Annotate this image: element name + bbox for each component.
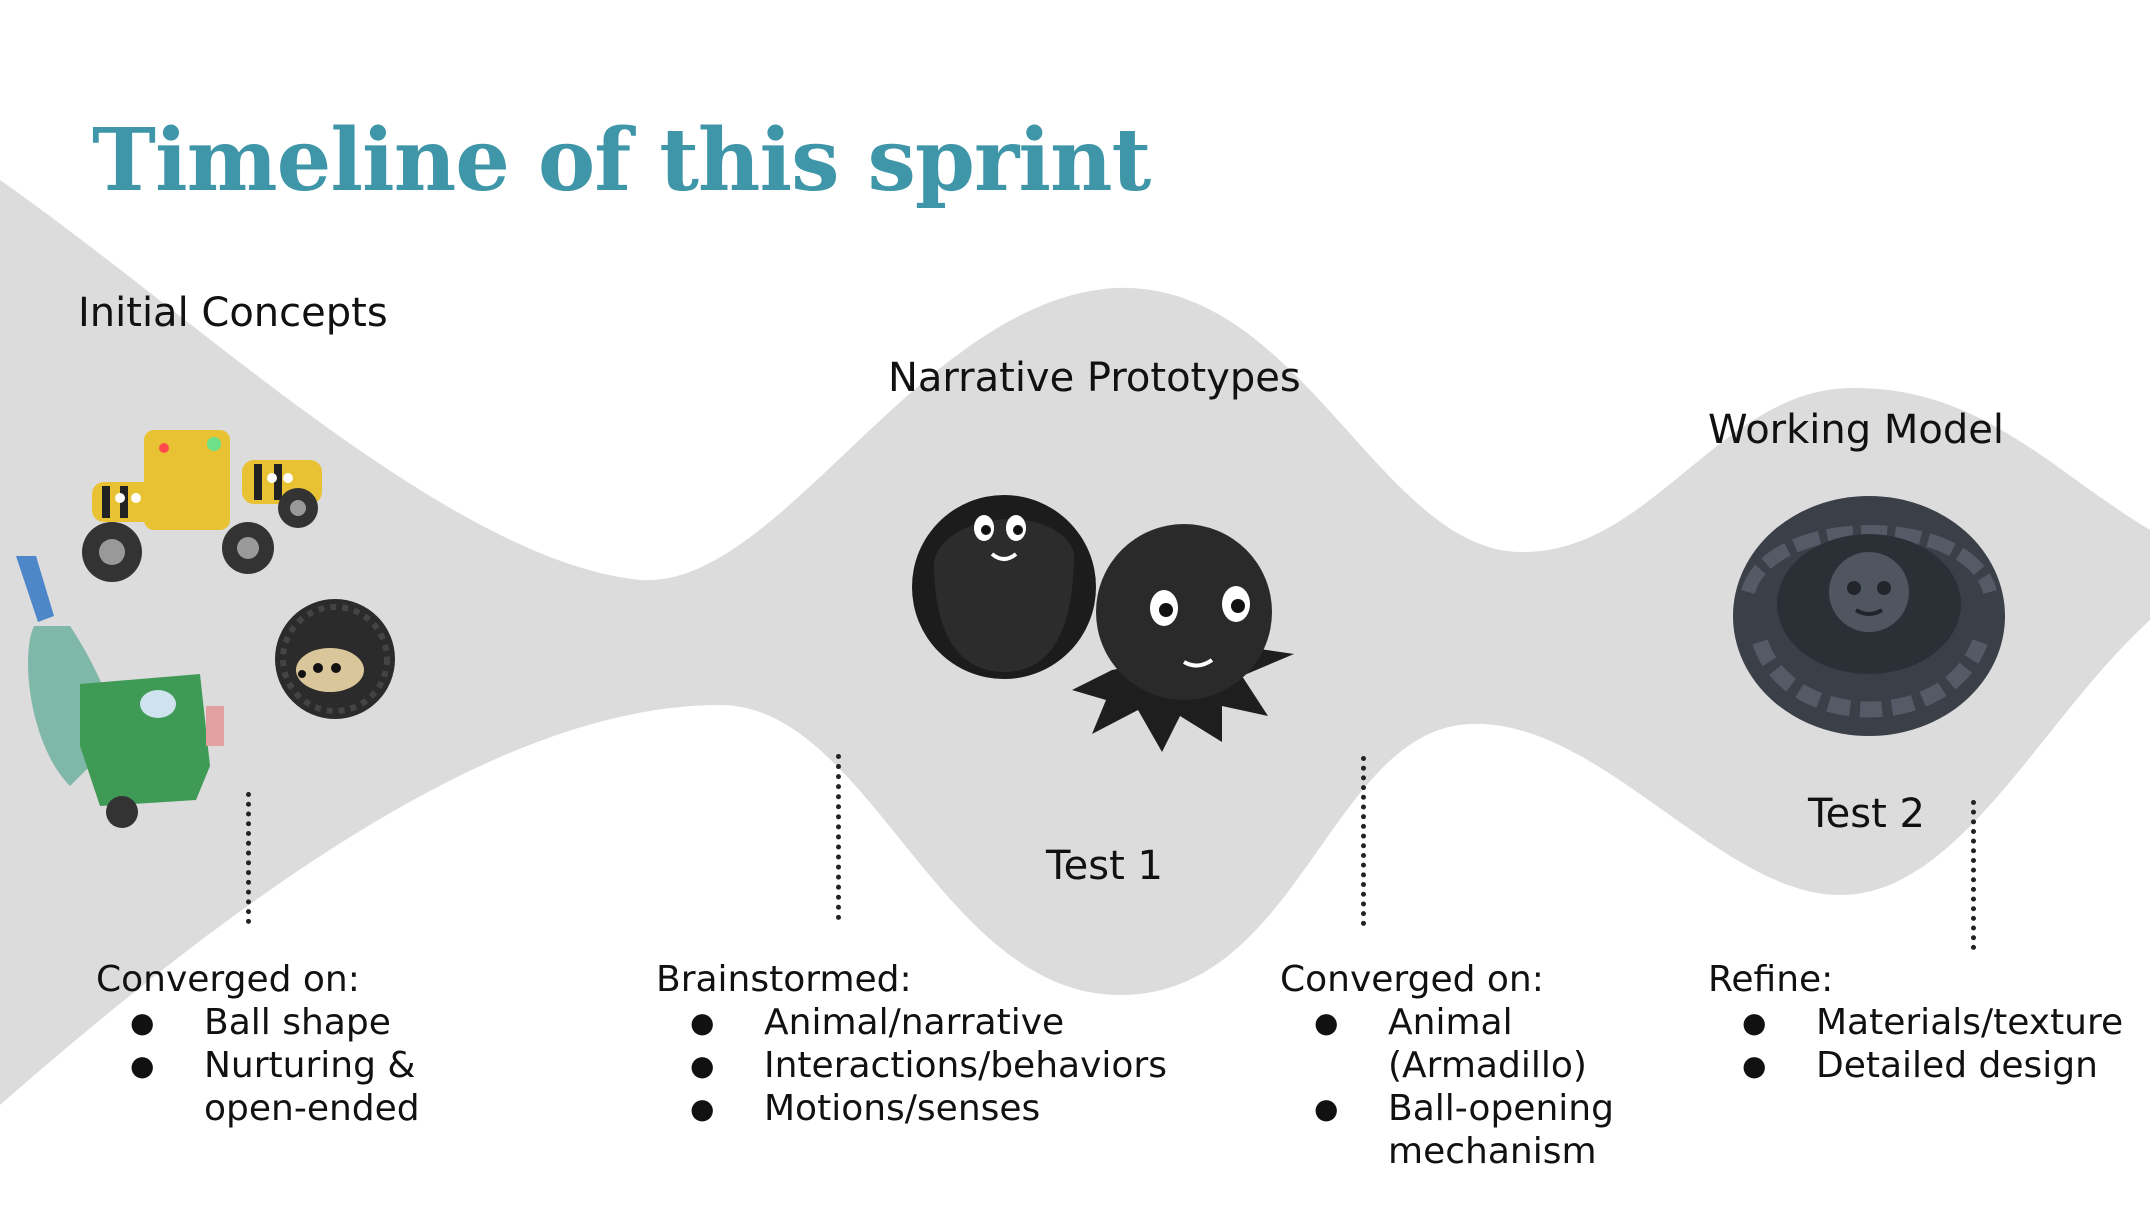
list-item: Interactions/behaviors	[656, 1044, 1167, 1087]
bullet-text: Animal/narrative	[764, 1002, 1065, 1043]
dotted-connector-4	[1971, 800, 1976, 950]
open-black-ball-character-image	[912, 495, 1096, 679]
dotted-connector-2	[836, 754, 841, 920]
bullet-text: Animal	[1388, 1002, 1513, 1043]
list-item: Materials/texture	[1708, 1001, 2123, 1044]
hedgehog-ball-image	[275, 599, 395, 719]
slide-title: Timeline of this sprint	[92, 110, 1151, 211]
note-heading: Converged on:	[1280, 959, 1544, 1000]
green-cart-toy-image	[16, 556, 224, 828]
bullet-text: mechanism	[1388, 1131, 1597, 1172]
bullet-text: Ball shape	[204, 1002, 391, 1043]
test-label-1: Test 1	[1046, 843, 1163, 889]
dotted-connector-3	[1361, 756, 1366, 926]
stage-label-working-model: Working Model	[1708, 407, 2004, 453]
test-label-2: Test 2	[1808, 791, 1925, 837]
stage-label-narrative-prototypes: Narrative Prototypes	[888, 355, 1301, 401]
dotted-connector-1	[246, 792, 251, 924]
bullet-text: Detailed design	[1816, 1045, 2098, 1086]
bullet-text: Motions/senses	[764, 1088, 1041, 1129]
list-item: Detailed design	[1708, 1044, 2123, 1087]
bullet-list: Animal/narrative Interactions/behaviors …	[656, 1001, 1167, 1130]
yellow-bee-robot-car-image	[82, 430, 322, 582]
list-item: Motions/senses	[656, 1087, 1167, 1130]
black-octopus-ball-image	[1072, 524, 1294, 752]
stage-label-initial-concepts: Initial Concepts	[78, 290, 388, 336]
bullet-list: Materials/texture Detailed design	[1708, 1001, 2123, 1087]
note-heading: Converged on:	[96, 959, 360, 1000]
list-item: Nurturing &open-ended	[96, 1044, 420, 1130]
bullet-text: (Armadillo)	[1388, 1045, 1587, 1086]
note-test-2: Refine: Materials/texture Detailed desig…	[1708, 958, 2123, 1087]
list-item: Animal/narrative	[656, 1001, 1167, 1044]
note-narrative-prototypes: Brainstormed: Animal/narrative Interacti…	[656, 958, 1167, 1130]
bullet-text: Nurturing &	[204, 1045, 416, 1086]
note-heading: Refine:	[1708, 959, 1834, 1000]
bullet-list: Ball shape Nurturing &open-ended	[96, 1001, 420, 1130]
note-initial-concepts: Converged on: Ball shape Nurturing &open…	[96, 958, 420, 1130]
bullet-text: Interactions/behaviors	[764, 1045, 1167, 1086]
note-heading: Brainstormed:	[656, 959, 912, 1000]
note-working-model: Converged on: Animal(Armadillo) Ball-ope…	[1280, 958, 1614, 1173]
bullet-text: Ball-opening	[1388, 1088, 1614, 1129]
bullet-text: Materials/texture	[1816, 1002, 2124, 1043]
armadillo-ball-image	[1733, 496, 2005, 736]
list-item: Ball shape	[96, 1001, 420, 1044]
list-item: Animal(Armadillo)	[1280, 1001, 1614, 1087]
bullet-text: open-ended	[204, 1088, 420, 1129]
